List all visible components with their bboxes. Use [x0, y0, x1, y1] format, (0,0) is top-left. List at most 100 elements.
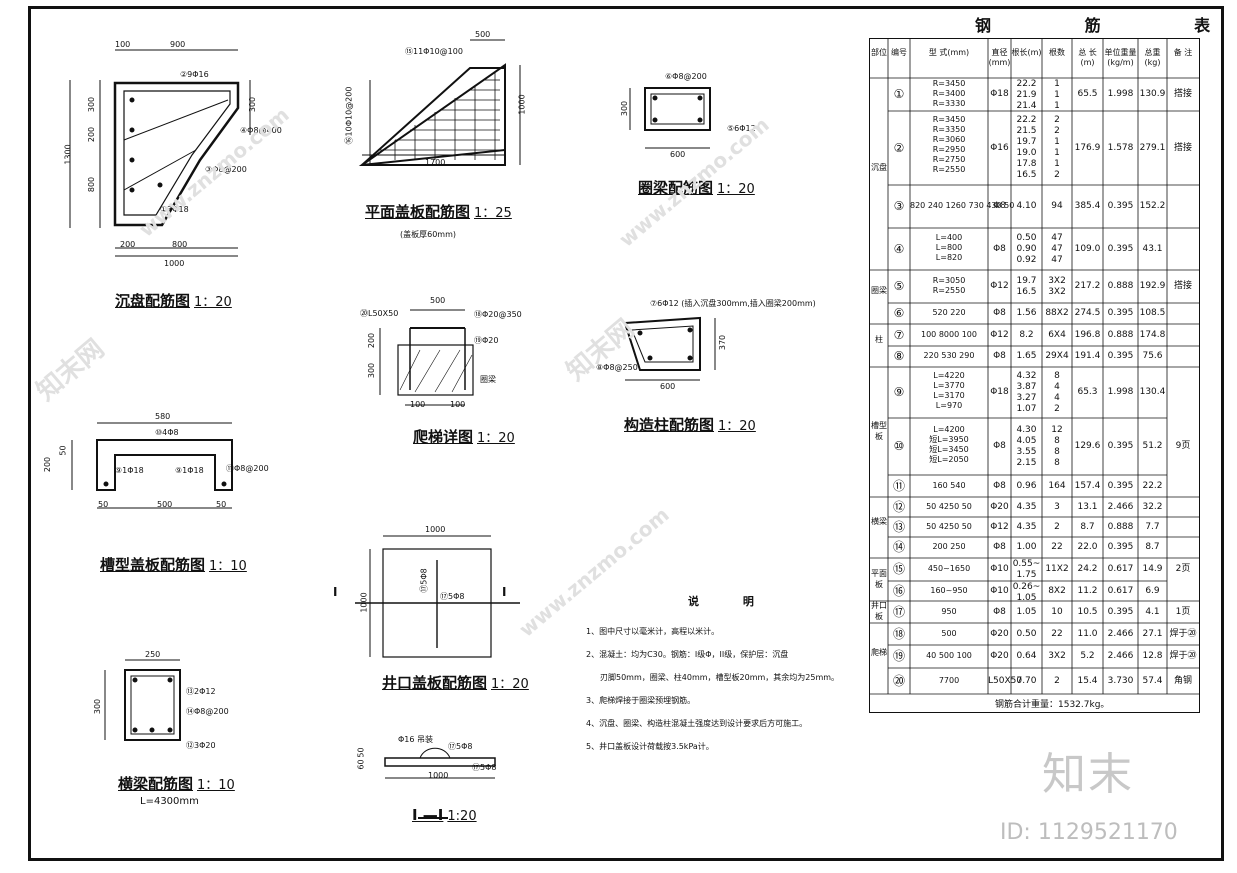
table-cell-shape: 40 500 100 [926, 651, 972, 660]
rebar-table [869, 38, 1200, 713]
table-cell-d: L50X50 [988, 675, 1023, 686]
table-cell-no: ⑦ [893, 327, 905, 342]
table-cell-total: 10.5 [1077, 606, 1098, 617]
table-cell-total: 274.5 [1074, 308, 1101, 318]
table-cell-d: Φ8 [993, 308, 1006, 318]
table-cell-total: 196.8 [1074, 329, 1101, 340]
table-cell-total: 65.3 [1077, 387, 1098, 397]
table-cell-note: 角钢 [1173, 675, 1192, 686]
table-cell-unit: 0.395 [1107, 441, 1134, 451]
dim-label: 50 [356, 747, 366, 758]
table-cell-no: ⑲ [892, 649, 905, 663]
dim-label: 300 [367, 362, 377, 379]
table-cell-n: 22 [1051, 542, 1063, 552]
dim-label: 200 [43, 456, 53, 473]
table-cell-unit: 0.395 [1107, 606, 1134, 617]
note-item: 5、井口盖板设计荷载按3.5kPa计。 [586, 742, 714, 751]
dim-label: 800 [172, 240, 188, 249]
table-cell-w: 7.7 [1145, 521, 1160, 532]
table-cell-unit: 0.395 [1107, 480, 1134, 491]
table-cell-len: 1.56 [1016, 308, 1037, 318]
table-cell-d: Φ12 [990, 281, 1009, 291]
pati-drawing [379, 309, 474, 406]
table-cell-len: 0.96 [1016, 480, 1037, 491]
table-cell-d: Φ8 [993, 243, 1006, 254]
table-group: 柱 [875, 334, 883, 344]
table-cell-unit: 0.888 [1107, 329, 1134, 340]
rebar-table-grid [870, 38, 1199, 695]
rebar-label: ③Φ8@200 [205, 165, 247, 174]
table-cell-total: 15.4 [1077, 675, 1098, 686]
table-cell-shape: R=3050 R=2550 [932, 275, 966, 295]
table-cell-total: 5.2 [1080, 651, 1095, 661]
dim-label: 100 [115, 40, 131, 49]
table-group: 圈梁 [871, 286, 887, 295]
table-cell-n: 3X2 3X2 [1048, 275, 1066, 297]
drawing-frame [28, 6, 1224, 861]
dim-label: 1700 [425, 158, 446, 167]
dim-label: 100 [450, 400, 466, 409]
gouzaozhu-drawing [623, 316, 716, 381]
table-header: 总 长(m) [1078, 48, 1097, 67]
table-cell-shape: 7700 [938, 675, 960, 685]
table-cell-shape: 50 4250 50 [926, 501, 972, 511]
rebar-label: ⑭Φ8@200 [186, 707, 229, 716]
table-cell-n: 6X4 [1048, 329, 1066, 340]
section-marker: I [502, 585, 507, 599]
table-cell-total: 109.0 [1074, 243, 1101, 254]
table-cell-unit: 0.617 [1107, 585, 1134, 596]
table-cell-no: ① [893, 87, 905, 101]
rebar-label: ⑬2Φ12 [186, 687, 216, 696]
table-cell-note: 搭接 [1173, 142, 1192, 153]
table-cell-w: 130.9 [1139, 89, 1166, 99]
table-cell-d: Φ18 [990, 89, 1009, 99]
table-cell-w: 32.2 [1142, 501, 1163, 512]
table-cell-no: ⑫ [892, 499, 905, 514]
dim-label: 300 [620, 100, 630, 117]
table-cell-w: 174.8 [1139, 329, 1166, 340]
table-cell-note: 2页 [1175, 564, 1191, 574]
notes-title: 说 明 [688, 595, 774, 608]
dim-label: 500 [157, 500, 173, 509]
table-cell-total: 157.4 [1074, 480, 1101, 491]
table-cell-n: 94 [1051, 201, 1063, 211]
table-cell-len: 1.00 [1016, 542, 1037, 552]
table-cell-w: 6.9 [1145, 585, 1160, 596]
table-cell-unit: 1.998 [1107, 89, 1134, 99]
dim-label: 300 [93, 698, 103, 715]
table-cell-shape: L=4200 短L=3950 短L=3450 短L=2050 [929, 424, 969, 464]
table-cell-len: 4.32 3.87 3.27 1.07 [1016, 370, 1037, 414]
table-group: 井口板 [871, 601, 887, 621]
hengliang-drawing [104, 659, 181, 741]
dim-label: 100 [410, 400, 426, 409]
table-cell-note: 搭接 [1173, 281, 1192, 291]
table-cell-n: 2 2 1 1 1 2 [1054, 115, 1060, 180]
table-cell-shape: 500 [941, 628, 957, 638]
table-cell-w: 4.1 [1145, 606, 1160, 617]
table-cell-shape: L=400 L=800 L=820 [935, 232, 963, 262]
note-item: 2、混凝土：均为C30。钢筋：I级Φ，II级，保护层：沉盘 [586, 650, 789, 659]
note-item: 4、沉盘、圈梁、构造柱混凝土强度达到设计要求后方可施工。 [586, 719, 808, 728]
table-cell-d: Φ12 [990, 329, 1009, 340]
table-group: 爬梯 [871, 647, 887, 657]
rebar-label: Φ16 吊装 [398, 735, 434, 744]
table-cell-shape: R=3450 R=3350 R=3060 R=2950 R=2750 R=255… [932, 115, 966, 174]
table-cell-total: 65.5 [1077, 89, 1098, 99]
table-cell-n: 88X2 [1045, 308, 1069, 318]
table-cell-len: 0.64 [1016, 651, 1037, 661]
watermark-id: ID: 1129521170 [1000, 820, 1178, 845]
rebar-label: ⑨1Φ18 [115, 466, 144, 475]
table-cell-shape: 200 250 [932, 542, 966, 551]
table-cell-no: ⑩ [893, 439, 905, 453]
rebar-label: ⑲Φ20 [474, 336, 499, 345]
chenpan-drawing [69, 49, 251, 257]
table-cell-len: 1.65 [1016, 351, 1037, 361]
dim-label: 60 [356, 759, 366, 770]
table-cell-len: 7.70 [1016, 675, 1037, 686]
table-cell-shape: 820 240 1260 730 430 50 [910, 201, 1015, 210]
table-header: 直径(mm) [988, 48, 1011, 67]
